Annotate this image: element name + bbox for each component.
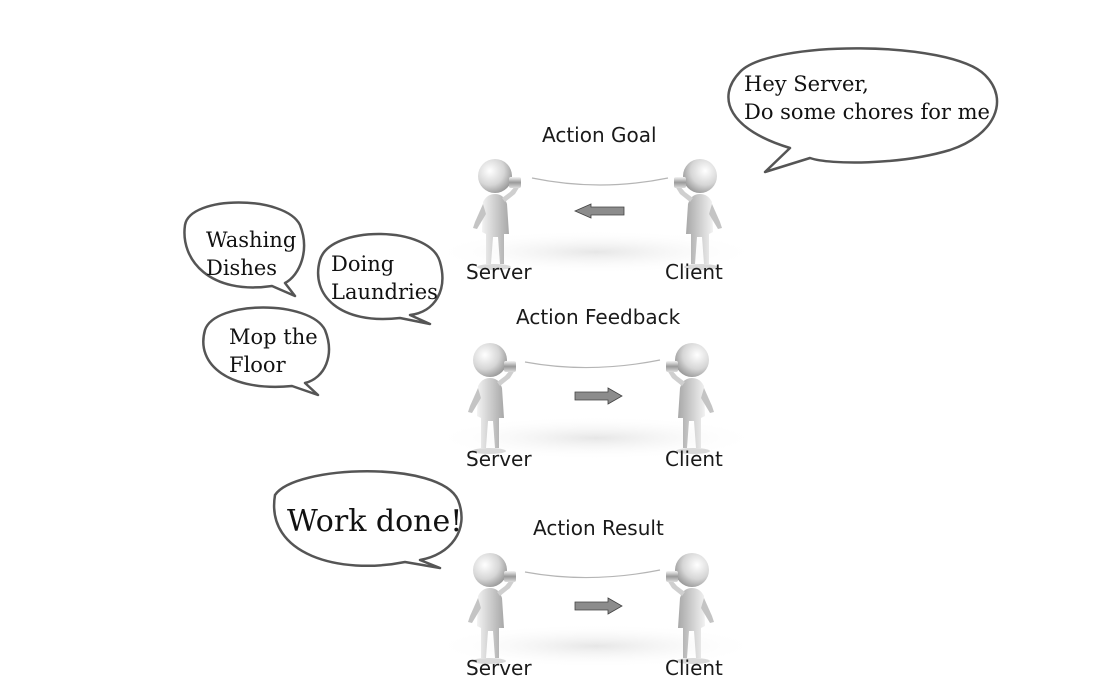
string-line [524,359,661,369]
string-line [531,177,669,186]
string-line [524,569,661,579]
panel-action-goal [431,159,761,274]
panel-action-result [431,553,761,668]
server-label: Server [466,447,532,471]
bubble-laundries-text: Doing Laundries [331,250,438,307]
bubble-line: Laundries [331,280,438,305]
client-label: Client [665,260,723,284]
bubble-laundries [317,232,444,326]
bubble-line: Work done! [287,504,463,539]
arrow-right-icon [574,597,623,615]
panel-title-action-goal: Action Goal [542,123,657,147]
panel-title-action-result: Action Result [533,516,664,540]
server-label: Server [466,656,532,680]
bubble-line: Floor [229,353,286,378]
bubble-line: Mop the [229,325,318,349]
bubble-line: Hey Server, [744,72,869,96]
bubble-washing-text: Washing Dishes [206,226,296,283]
client-label: Client [665,447,723,471]
bubble-line: Do some chores for me [744,100,990,125]
bubble-line: Doing [331,252,395,276]
client-label: Client [665,656,723,680]
bubble-washing [183,201,306,298]
bubble-client-request-text: Hey Server, Do some chores for me [744,70,990,127]
bubble-mop-text: Mop the Floor [229,323,318,380]
panel-title-action-feedback: Action Feedback [516,305,681,329]
server-label: Server [466,260,532,284]
arrow-left-icon [574,203,625,219]
bubble-line: Dishes [206,256,278,281]
panel-action-feedback [431,343,761,460]
bubble-client-request [727,47,999,174]
bubble-mop [202,306,331,397]
arrow-right-icon [574,387,623,405]
bubble-line: Washing [206,228,297,252]
bubble-done [272,470,463,570]
bubble-done-text: Work done! [287,502,462,543]
